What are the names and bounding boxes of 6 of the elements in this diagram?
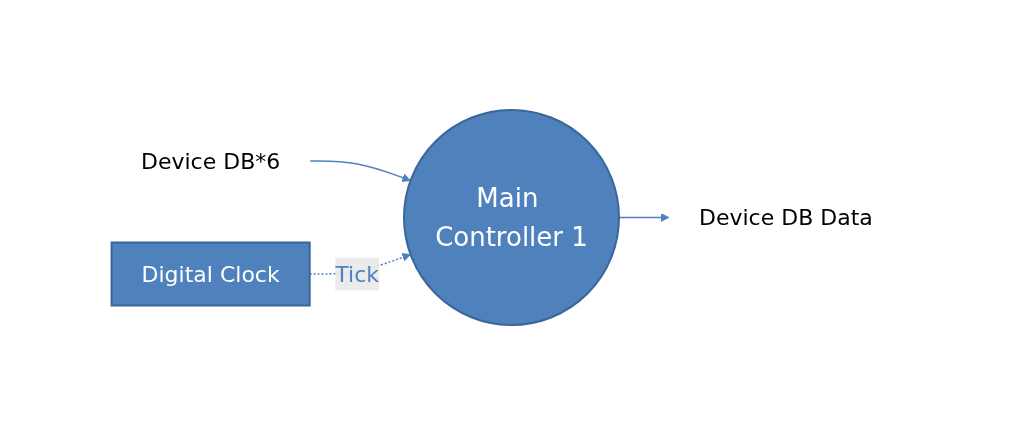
edge-label: Tick <box>335 261 380 287</box>
arrow <box>309 160 412 182</box>
node-text: Device DB Data <box>699 205 873 230</box>
node-circle: Main Controller 1 <box>403 109 621 326</box>
node-text: Device DB*6 <box>141 148 281 174</box>
node-box: Digital Clock <box>110 241 311 307</box>
